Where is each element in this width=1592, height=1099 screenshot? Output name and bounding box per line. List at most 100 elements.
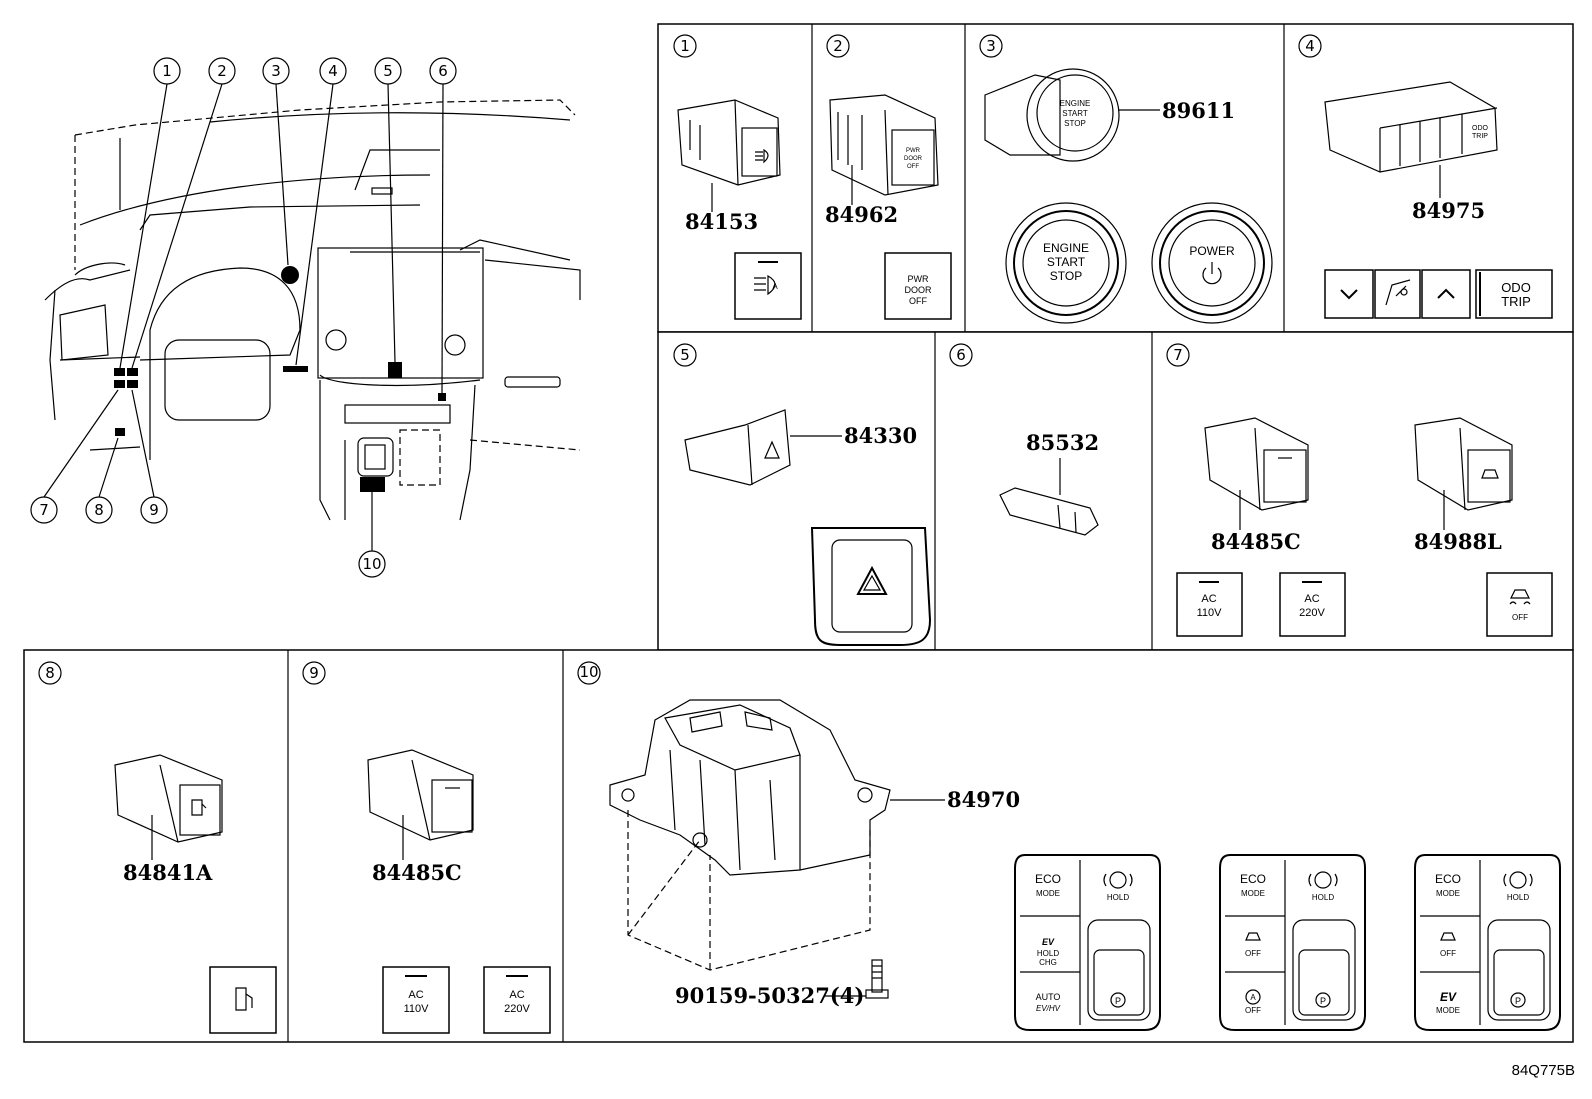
panel-brightness-icon (1374, 269, 1421, 319)
svg-text:HOLD: HOLD (1507, 893, 1529, 902)
svg-text:220V: 220V (504, 1003, 530, 1015)
svg-text:OFF: OFF (1512, 613, 1528, 622)
svg-text:84841A: 84841A (123, 860, 213, 885)
svg-text:ENGINE: ENGINE (1060, 99, 1091, 108)
svg-text:84485C: 84485C (1211, 529, 1301, 554)
bolt-90159-drawing (865, 959, 889, 999)
svg-text:HOLD: HOLD (1037, 949, 1059, 958)
svg-text:3: 3 (271, 62, 281, 80)
svg-text:1: 1 (162, 62, 172, 80)
svg-text:ENGINE: ENGINE (1043, 241, 1089, 255)
svg-text:10: 10 (362, 555, 381, 573)
svg-text:DOOR: DOOR (905, 285, 933, 295)
svg-text:84975: 84975 (1412, 198, 1485, 223)
callout-4: 4 (319, 57, 347, 85)
svg-text:5: 5 (680, 346, 690, 364)
svg-text:ECO: ECO (1035, 872, 1061, 886)
svg-text:3: 3 (986, 37, 996, 55)
ac-220v-icon-2: AC 220V (483, 966, 551, 1034)
svg-text:P: P (1115, 996, 1121, 1006)
switch-84988L-drawing (1414, 417, 1513, 511)
svg-text:8: 8 (94, 501, 104, 519)
dashboard-overview: 1 2 3 4 5 6 7 8 9 10 (30, 57, 581, 578)
svg-text:TRIP: TRIP (1501, 294, 1531, 309)
panel-5: 5 84330 (673, 343, 932, 646)
fuel-door-icon (209, 966, 277, 1034)
svg-text:ODO: ODO (1501, 280, 1531, 295)
svg-text:PWR: PWR (906, 148, 921, 154)
svg-text:STOP: STOP (1050, 269, 1082, 283)
svg-text:AC: AC (1304, 593, 1319, 605)
svg-text:89611: 89611 (1162, 98, 1235, 123)
chevron-up-icon (1421, 269, 1471, 319)
svg-text:OFF: OFF (1245, 1006, 1261, 1015)
svg-text:84970: 84970 (947, 787, 1020, 812)
svg-text:PWR: PWR (908, 274, 929, 284)
power-door-off-icon: PWR DOOR OFF (884, 252, 952, 320)
svg-text:MODE: MODE (1036, 889, 1060, 898)
switch-84975-drawing: ODO TRIP (1324, 81, 1498, 173)
hold-brake-icon (1103, 871, 1133, 889)
svg-text:AC: AC (509, 989, 524, 1001)
panel-7: 7 84485C 84988L AC 110V AC 220V (1166, 343, 1553, 637)
svg-text:8: 8 (45, 664, 55, 682)
callout-1: 1 (153, 57, 181, 85)
svg-text:4: 4 (328, 62, 338, 80)
svg-text:2: 2 (217, 62, 227, 80)
svg-text:MODE: MODE (1241, 889, 1265, 898)
headlamp-leveling-icon: A (734, 252, 802, 320)
svg-text:A: A (1250, 993, 1256, 1002)
traction-off-icon: OFF (1486, 572, 1553, 637)
svg-text:START: START (1062, 109, 1088, 118)
svg-text:OFF: OFF (907, 164, 919, 170)
switch-84153-drawing (677, 99, 781, 186)
svg-text:MODE: MODE (1436, 1006, 1460, 1015)
callout-6: 6 (429, 57, 457, 85)
callout-8: 8 (85, 496, 113, 524)
svg-text:ECO: ECO (1240, 872, 1266, 886)
callout-10: 10 (358, 550, 386, 578)
svg-text:HOLD: HOLD (1107, 893, 1129, 902)
panel-1: 1 84153 A (673, 34, 802, 320)
switch-84485C-drawing-2 (367, 749, 474, 841)
svg-text:AC: AC (1201, 593, 1216, 605)
svg-text:OFF: OFF (1440, 949, 1456, 958)
svg-text:84330: 84330 (844, 423, 917, 448)
svg-text:TRIP: TRIP (1472, 133, 1488, 140)
switch-84841A-drawing (114, 754, 223, 843)
svg-text:OFF: OFF (1245, 949, 1261, 958)
svg-text:EV: EV (1440, 990, 1457, 1004)
parking-brake-icon: P (1110, 992, 1126, 1008)
svg-text:A: A (772, 282, 778, 291)
power-button-face: POWER (1151, 202, 1273, 324)
svg-text:220V: 220V (1299, 607, 1325, 619)
panel-9: 9 84485C AC 110V AC 220V (302, 661, 551, 1034)
svg-text:MODE: MODE (1436, 889, 1460, 898)
svg-text:DOOR: DOOR (904, 156, 923, 162)
ac-110v-icon-2: AC 110V (382, 966, 450, 1034)
svg-text:START: START (1047, 255, 1086, 269)
svg-text:AC: AC (408, 989, 423, 1001)
svg-text:6: 6 (956, 346, 966, 364)
svg-text:6: 6 (438, 62, 448, 80)
switch-84485C-drawing (1204, 417, 1309, 511)
engine-start-stop-face: ENGINE START STOP (1005, 202, 1127, 324)
console-face-1: ECO MODE EV HOLD CHG AUTO EV/HV HOLD P (1014, 854, 1161, 1031)
svg-text:ECO: ECO (1435, 872, 1461, 886)
svg-text:84485C: 84485C (372, 860, 462, 885)
svg-text:84988L: 84988L (1414, 529, 1502, 554)
svg-text:5: 5 (383, 62, 393, 80)
console-switch-assembly-drawing (609, 699, 891, 876)
console-face-3: ECO MODE OFF EV MODE HOLD P (1414, 854, 1561, 1031)
ac-110v-icon: AC 110V (1176, 572, 1243, 637)
panel-4: 4 ODO TRIP 84975 ODO TRIP (1298, 34, 1553, 319)
panel-6: 6 85532 (949, 343, 1099, 536)
svg-text:P: P (1320, 996, 1326, 1006)
plug-85532-drawing (999, 487, 1099, 536)
svg-text:CHG: CHG (1039, 958, 1057, 967)
svg-text:EV: EV (1042, 937, 1055, 947)
svg-text:AUTO: AUTO (1036, 992, 1061, 1002)
panel-grid (23, 23, 1574, 1043)
svg-text:1: 1 (680, 37, 690, 55)
